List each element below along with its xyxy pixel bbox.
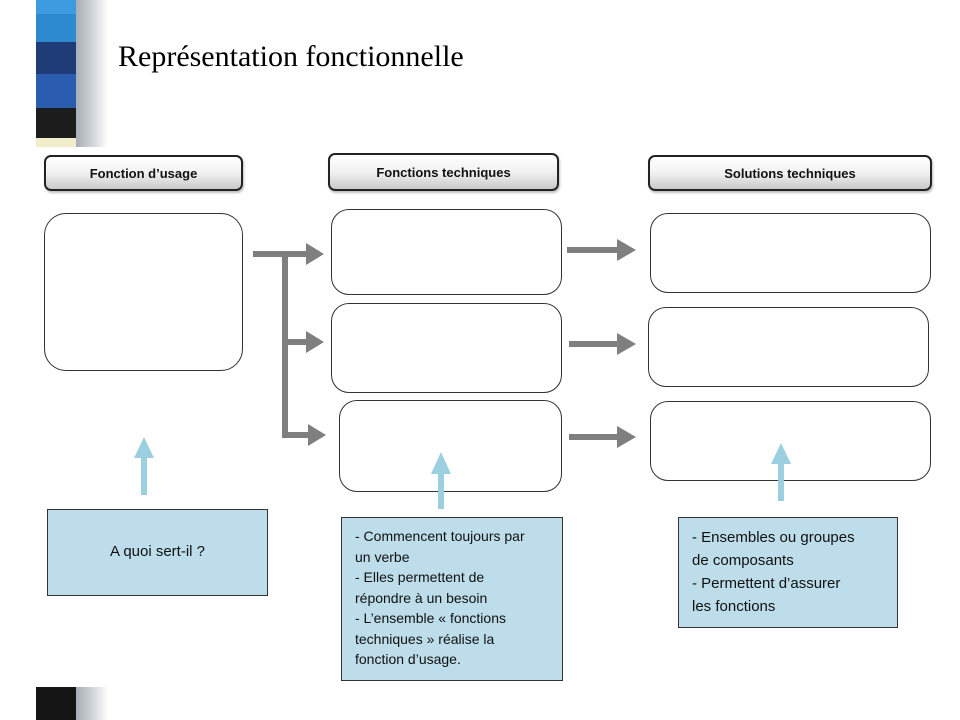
- slide-title: Représentation fonctionnelle: [118, 40, 464, 73]
- up-arrow-shaft-solutions: [778, 462, 784, 501]
- note-line: - L’ensemble « fonctions: [355, 610, 506, 626]
- note-usage: A quoi sert-il ?: [47, 509, 268, 596]
- technical-solution-box-3: [650, 401, 931, 481]
- arrowhead-3: [308, 424, 326, 446]
- note-line: fonction d’usage.: [355, 651, 461, 667]
- usage-function-box: [44, 213, 243, 371]
- solution-arrows: [567, 239, 636, 448]
- stripe-block: [36, 14, 76, 42]
- note-technical-solutions: - Ensembles ou groupes de composants - P…: [678, 517, 898, 628]
- technical-solution-box-1: [650, 213, 931, 293]
- up-arrow-shaft-usage: [141, 456, 147, 495]
- note-line: - Elles permettent de: [355, 569, 485, 585]
- note-line: de composants: [692, 552, 794, 569]
- technical-solution-box-2: [648, 307, 929, 387]
- header-solutions-techniques: Solutions techniques: [648, 155, 932, 191]
- connector-vertical: [282, 251, 288, 438]
- header-fonctions-techniques: Fonctions techniques: [328, 153, 559, 191]
- arrowhead-1: [306, 243, 324, 265]
- solution-arrow-shaft-2: [569, 341, 619, 347]
- stripe-block: [36, 0, 76, 14]
- up-arrow-head-functions: [431, 452, 451, 474]
- note-technical-functions: - Commencent toujours par un verbe - Ell…: [341, 517, 563, 681]
- arrow-shaft-2: [288, 339, 308, 345]
- arrow-shaft-1: [288, 251, 308, 257]
- solution-arrowhead-3: [617, 426, 636, 448]
- up-arrow-shaft-functions: [438, 472, 444, 509]
- note-line: - Permettent d’assurer: [692, 575, 841, 592]
- technical-function-box-3: [339, 400, 562, 492]
- stripe-block: [36, 42, 76, 74]
- technical-function-box-1: [331, 209, 562, 295]
- note-line: les fonctions: [692, 598, 776, 615]
- note-line: techniques » réalise la: [355, 630, 495, 647]
- stripe-block: [36, 686, 76, 720]
- arrow-shaft-3: [282, 432, 310, 438]
- stripe-block: [36, 108, 76, 138]
- note-line: - Commencent toujours par: [355, 528, 525, 544]
- header-fonction-usage: Fonction d’usage: [44, 155, 243, 191]
- up-arrow-head-solutions: [771, 443, 791, 464]
- note-line: - Ensembles ou groupes: [692, 529, 855, 546]
- note-usage-text: A quoi sert-il ?: [109, 543, 206, 561]
- note-arrows: [134, 437, 791, 509]
- arrowhead-2: [306, 331, 324, 353]
- branch-connector: [253, 243, 326, 446]
- solution-arrow-shaft-3: [569, 434, 619, 440]
- solution-arrow-shaft-1: [567, 247, 619, 253]
- note-line: un verbe: [355, 548, 410, 565]
- connector-horizontal: [253, 251, 305, 257]
- technical-function-box-2: [331, 303, 562, 393]
- solution-arrowhead-2: [617, 333, 636, 355]
- up-arrow-head-usage: [134, 437, 154, 458]
- stripe-block: [36, 74, 76, 108]
- note-line: répondre à un besoin: [355, 589, 488, 606]
- solution-arrowhead-1: [617, 239, 636, 261]
